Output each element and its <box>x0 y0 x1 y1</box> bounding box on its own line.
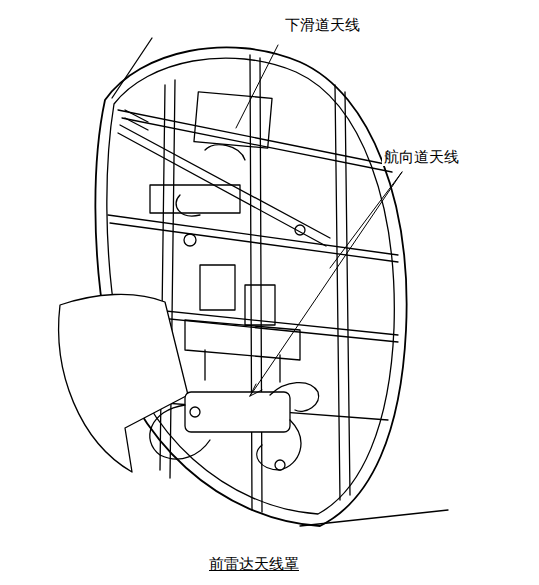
fuselage-line <box>300 510 448 526</box>
caption: 前雷达天线罩 <box>207 555 301 573</box>
leader-lines <box>236 45 402 396</box>
part-label: 下滑道天线 <box>283 16 362 34</box>
localizer-antenna <box>150 383 319 470</box>
radome-shell <box>95 47 406 526</box>
top-line <box>112 38 152 98</box>
part-label: 航向道天线 <box>382 148 461 166</box>
frames <box>108 55 398 512</box>
cutaway-panel <box>59 294 188 472</box>
glideslope-antenna <box>118 110 330 246</box>
